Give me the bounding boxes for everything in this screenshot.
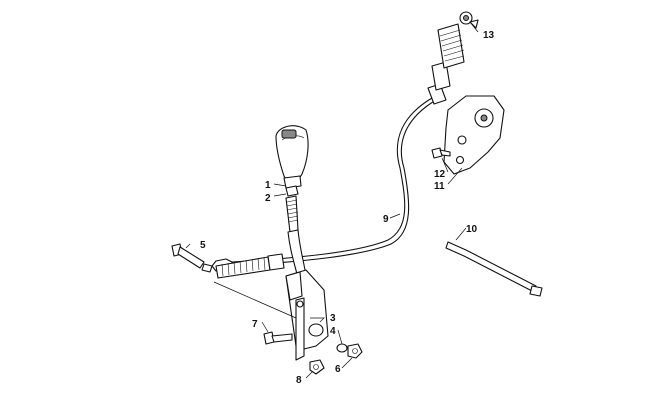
leader-lines (185, 21, 479, 379)
bracket-bolt (431, 147, 451, 159)
callout-7: 7 (252, 319, 258, 330)
callout-13: 13 (483, 30, 495, 41)
cable-boot-upper (427, 23, 465, 105)
callout-8: 8 (296, 375, 302, 386)
lever-bracket (285, 269, 329, 361)
cable-clip (459, 11, 479, 29)
callout-10: 10 (466, 224, 478, 235)
pivot-bolt (263, 331, 293, 345)
callout-9: 9 (383, 214, 389, 225)
shift-knob (275, 125, 309, 189)
bottom-nut (309, 359, 325, 375)
callout-3: 3 (330, 313, 336, 324)
callout-6: 6 (335, 364, 341, 375)
cable-bracket (443, 95, 505, 175)
cable-end-pin (171, 243, 213, 273)
jam-nut (285, 185, 299, 197)
bushing (336, 343, 348, 353)
callout-12: 12 (434, 169, 446, 180)
wire-tie (445, 241, 543, 297)
callout-1: 1 (265, 180, 271, 191)
callout-4: 4 (330, 326, 336, 337)
callout-2: 2 (265, 193, 271, 204)
shift-cable (211, 23, 465, 279)
cable-boot-lower (215, 253, 285, 279)
callout-5: 5 (200, 240, 206, 251)
callout-11: 11 (434, 181, 445, 192)
lock-nut (347, 343, 363, 359)
callout-labels: 1 2 3 4 5 6 7 8 9 10 11 12 13 (200, 30, 495, 386)
shift-lever (285, 195, 307, 279)
